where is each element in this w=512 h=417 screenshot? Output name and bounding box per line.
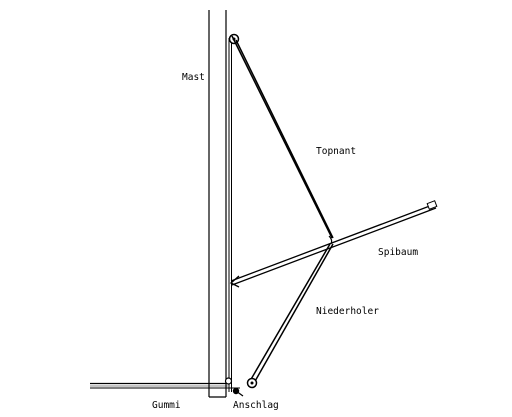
deck-line <box>90 382 240 389</box>
label-spibaum: Spibaum <box>378 247 419 258</box>
mast-foot-fitting <box>224 377 233 385</box>
niederholer-line <box>249 243 334 384</box>
spinnaker-pole <box>229 200 438 288</box>
anschlag-stopper <box>232 387 244 397</box>
label-topnant: Topnant <box>316 146 357 157</box>
topnant-line <box>231 35 334 239</box>
label-gummi: Gummi <box>152 400 181 411</box>
pole-bridle-point <box>328 235 333 245</box>
mast <box>208 10 232 398</box>
niederholer-deck-sheave <box>246 377 258 389</box>
label-niederholer: Niederholer <box>316 306 379 317</box>
label-mast: Mast <box>182 72 205 83</box>
label-anschlag: Anschlag <box>233 400 279 411</box>
